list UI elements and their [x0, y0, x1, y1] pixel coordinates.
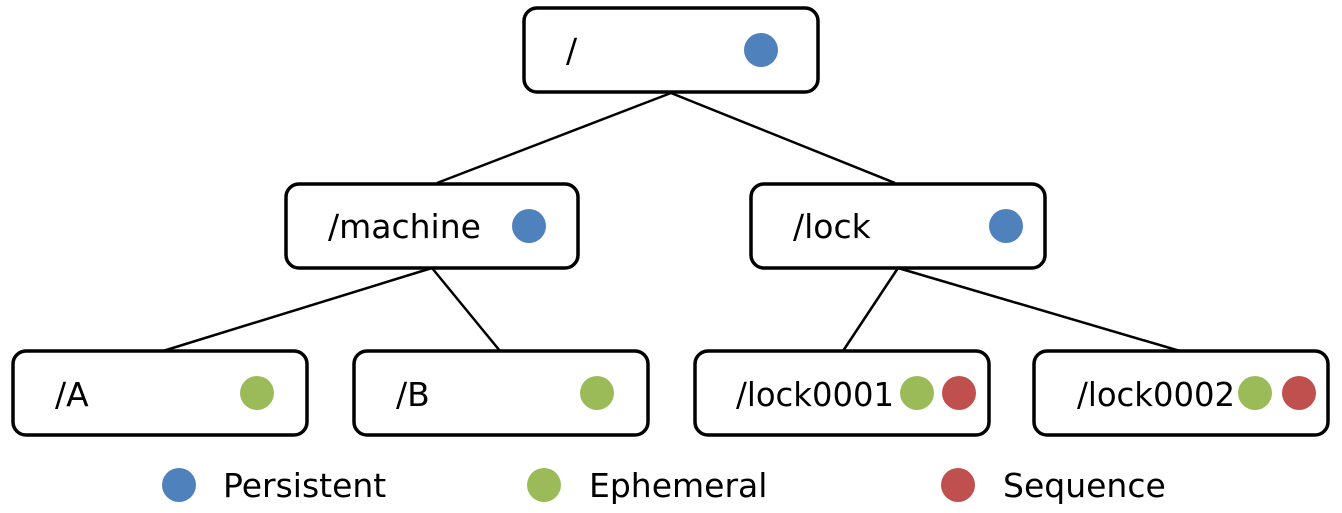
- node-root: /: [522, 6, 820, 94]
- legend-sequence-marker: [941, 468, 975, 502]
- ephemeral-marker: [240, 376, 274, 410]
- edges: [162, 91, 1181, 353]
- node-label: /lock: [793, 207, 872, 246]
- node-label: /lock0002: [1077, 375, 1235, 414]
- edge-root-lock: [670, 91, 896, 185]
- sequence-marker: [942, 376, 976, 410]
- edge-machine-a: [162, 266, 433, 353]
- node-b: /B: [352, 349, 650, 437]
- edge-lock-lock0001: [841, 267, 900, 352]
- edge-root-machine: [436, 91, 672, 185]
- sequence-marker: [1282, 376, 1316, 410]
- ephemeral-marker: [900, 376, 934, 410]
- node-label: /lock0001: [736, 375, 894, 414]
- node-label: /machine: [328, 207, 481, 246]
- ephemeral-marker: [580, 376, 614, 410]
- legend-ephemeral-label: Ephemeral: [589, 466, 767, 505]
- node-lock: /lock: [749, 182, 1047, 270]
- node-machine: /machine: [284, 182, 580, 270]
- legend-persistent-label: Persistent: [223, 466, 386, 505]
- ephemeral-marker: [1238, 376, 1272, 410]
- node-lock0001: /lock0001: [693, 349, 991, 437]
- node-lock0002: /lock0002: [1032, 349, 1330, 437]
- persistent-marker: [744, 33, 778, 67]
- legend-persistent-marker: [162, 468, 196, 502]
- node-label: /B: [396, 375, 430, 414]
- node-a: /A: [11, 349, 309, 437]
- persistent-marker: [989, 209, 1023, 243]
- legend-sequence-label: Sequence: [1003, 466, 1166, 505]
- edge-machine-b: [431, 267, 501, 352]
- persistent-marker: [512, 209, 546, 243]
- legend: Persistent Ephemeral Sequence: [162, 466, 1166, 505]
- legend-ephemeral-marker: [527, 468, 561, 502]
- node-label: /A: [55, 375, 89, 414]
- node-label: /: [566, 31, 578, 70]
- edge-lock-lock0002: [897, 266, 1181, 353]
